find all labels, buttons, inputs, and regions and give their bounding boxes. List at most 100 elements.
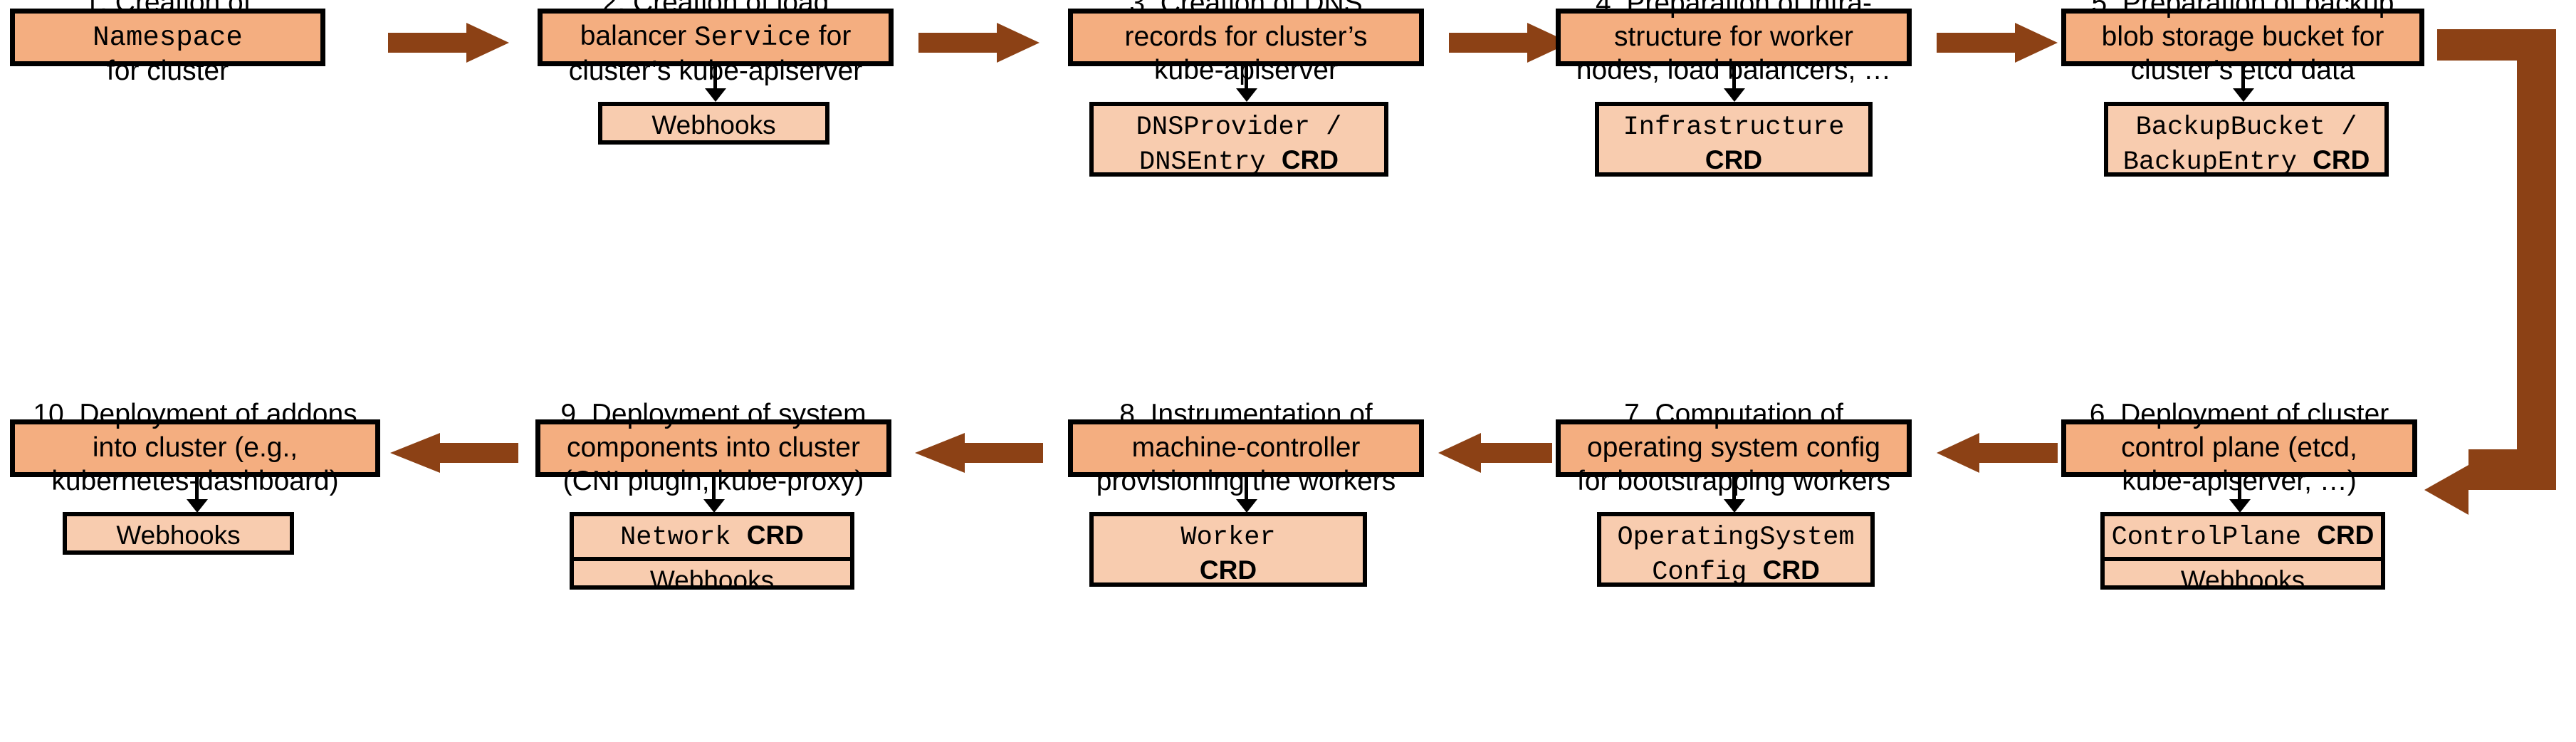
step-box-10[interactable]: 10. Deployment of addons into cluster (e…: [10, 399, 380, 496]
step-10-line-2: into cluster (e.g.,: [92, 432, 298, 464]
connector-arrowhead-step-4: [1724, 88, 1745, 102]
worker-crd-text: Worker CRD: [1180, 519, 1275, 586]
step-10-line-1: 10. Deployment of addons: [33, 399, 357, 430]
sub-box-network[interactable]: Network CRD Webhooks: [570, 512, 854, 595]
connector-arrowhead-step-3: [1236, 88, 1257, 102]
sub-row-network-crd: Network CRD: [574, 516, 850, 557]
step-2-line-1: 2. Creation of load: [602, 0, 829, 19]
step-box-6[interactable]: 6. Deployment of cluster control plane (…: [2061, 399, 2417, 496]
step-1-line-3: for cluster: [106, 55, 229, 86]
sub-box-worker-crd[interactable]: Worker CRD: [1089, 512, 1367, 587]
controlplane-crd-label: ControlPlane: [2111, 523, 2318, 553]
step-box-9[interactable]: 9. Deployment of system components into …: [535, 399, 891, 496]
connector-arrowhead-step-2: [705, 88, 726, 102]
step-8-text: 8. Instrumentation of machine-controller…: [1080, 398, 1412, 498]
dns-crd-line-2: DNSEntry: [1138, 147, 1282, 178]
step-1-line-2: Namespace: [93, 22, 243, 54]
step-7-text: 7. Computation of operating system confi…: [1568, 398, 1900, 498]
webhooks-label: Webhooks: [116, 521, 241, 550]
connector-step-8: [1245, 477, 1248, 501]
network-crd-text: Network CRD: [620, 519, 804, 554]
flow-arrow-1-to-2: [388, 23, 509, 63]
connector-arrowhead-step-5: [2233, 88, 2254, 102]
flow-arrow-5-to-6-wrap: [2424, 23, 2576, 515]
step-2-line-2c: for: [810, 21, 852, 52]
connector-step-6: [2238, 477, 2241, 501]
dns-crd-line-1: DNSProvider /: [1136, 113, 1342, 142]
step-box-2[interactable]: 2. Creation of load balancer Service for…: [538, 0, 894, 86]
flow-arrow-6-to-7: [1937, 433, 2058, 473]
step-7-line-2: operating system config: [1587, 432, 1880, 464]
step-4-line-1: 4. Preparation of infra-: [1595, 0, 1873, 19]
sub-row-controlplane-webhooks: Webhooks: [2105, 557, 2381, 599]
sub-row-webhooks: Webhooks: [602, 106, 825, 144]
backup-crd-line-2: BackupEntry: [2122, 147, 2313, 178]
dns-crd-suffix: CRD: [1281, 145, 1339, 175]
sub-row-webhooks: Webhooks: [67, 516, 290, 554]
webhooks-label: Webhooks: [2180, 565, 2305, 595]
sub-row-backup-crd: BackupBucket / BackupEntry CRD: [2108, 106, 2384, 182]
backup-crd-suffix: CRD: [2313, 145, 2370, 175]
infrastructure-crd-text: Infrastructure CRD: [1623, 109, 1845, 176]
sub-box-controlplane[interactable]: ControlPlane CRD Webhooks: [2100, 512, 2385, 595]
flow-arrow-2-to-3: [918, 23, 1040, 63]
step-box-1[interactable]: 1. Creation of Namespace for cluster: [10, 0, 325, 86]
dns-crd-text: DNSProvider / DNSEntry CRD: [1136, 109, 1342, 179]
webhooks-label: Webhooks: [649, 565, 775, 595]
step-box-8[interactable]: 8. Instrumentation of machine-controller…: [1068, 399, 1424, 496]
step-9-line-2: components into cluster: [567, 432, 860, 464]
step-2-line-2a: balancer: [580, 21, 695, 52]
webhooks-label: Webhooks: [651, 110, 776, 140]
step-3-line-2: records for cluster’s: [1124, 21, 1368, 53]
controlplane-crd-suffix: CRD: [2317, 521, 2375, 550]
worker-crd-line-1: Worker: [1180, 523, 1276, 553]
connector-step-4: [1732, 66, 1736, 90]
sub-row-controlplane-crd: ControlPlane CRD: [2105, 516, 2381, 557]
flow-arrow-7-to-8: [1438, 433, 1552, 473]
sub-box-osc-crd[interactable]: OperatingSystem Config CRD: [1597, 512, 1875, 587]
step-10-text: 10. Deployment of addons into cluster (e…: [22, 398, 368, 498]
worker-crd-suffix: CRD: [1199, 555, 1257, 585]
osc-crd-suffix: CRD: [1762, 555, 1820, 585]
sub-box-webhooks-step-2[interactable]: Webhooks: [598, 102, 829, 145]
connector-step-10: [195, 477, 199, 501]
step-box-4[interactable]: 4. Preparation of infra- structure for w…: [1556, 0, 1912, 85]
osc-crd-text: OperatingSystem Config CRD: [1617, 519, 1854, 589]
step-1-text: 1. Creation of Namespace for cluster: [22, 0, 313, 88]
sub-box-webhooks-step-10[interactable]: Webhooks: [63, 512, 294, 555]
step-9-line-1: 9. Deployment of system: [560, 399, 866, 430]
sub-row-network-webhooks: Webhooks: [574, 557, 850, 599]
sub-row-infrastructure-crd: Infrastructure CRD: [1599, 106, 1868, 179]
flow-arrow-8-to-9: [915, 433, 1043, 473]
connector-arrowhead-step-7: [1724, 499, 1745, 513]
sub-box-backup-crd[interactable]: BackupBucket / BackupEntry CRD: [2104, 102, 2389, 177]
connector-arrowhead-step-10: [187, 499, 208, 513]
step-box-5[interactable]: 5. Preparation of backup blob storage bu…: [2061, 0, 2424, 85]
sub-box-dns-crd[interactable]: DNSProvider / DNSEntry CRD: [1089, 102, 1388, 177]
step-box-3[interactable]: 3. Creation of DNS records for cluster’s…: [1068, 0, 1424, 85]
step-4-line-2: structure for worker: [1614, 21, 1853, 53]
sub-row-dns-crd: DNSProvider / DNSEntry CRD: [1094, 106, 1384, 182]
step-2-service-keyword: Service: [694, 22, 811, 54]
osc-crd-line-1: OperatingSystem: [1617, 523, 1855, 553]
connector-arrowhead-step-8: [1236, 499, 1257, 513]
step-8-line-1: 8. Instrumentation of: [1119, 399, 1373, 430]
sub-row-worker-crd: Worker CRD: [1094, 516, 1363, 589]
step-7-line-1: 7. Computation of: [1624, 399, 1843, 430]
backup-crd-line-1: BackupBucket /: [2135, 113, 2357, 142]
step-6-line-1: 6. Deployment of cluster: [2089, 399, 2389, 430]
connector-step-2: [713, 66, 717, 90]
backup-crd-text: BackupBucket / BackupEntry CRD: [2123, 109, 2370, 179]
infrastructure-crd-line-1: Infrastructure: [1623, 113, 1845, 142]
step-5-line-2: blob storage bucket for: [2101, 21, 2384, 53]
sub-box-infrastructure-crd[interactable]: Infrastructure CRD: [1595, 102, 1873, 177]
connector-step-7: [1732, 477, 1736, 501]
step-10-line-3: kubernetes-dashboard): [51, 466, 338, 496]
connector-step-5: [2241, 66, 2245, 90]
connector-step-3: [1245, 66, 1248, 90]
connector-step-9: [712, 477, 716, 501]
step-box-7[interactable]: 7. Computation of operating system confi…: [1556, 399, 1912, 496]
connector-arrowhead-step-9: [703, 499, 725, 513]
controlplane-crd-text: ControlPlane CRD: [2112, 519, 2375, 554]
infrastructure-crd-suffix: CRD: [1705, 145, 1763, 175]
